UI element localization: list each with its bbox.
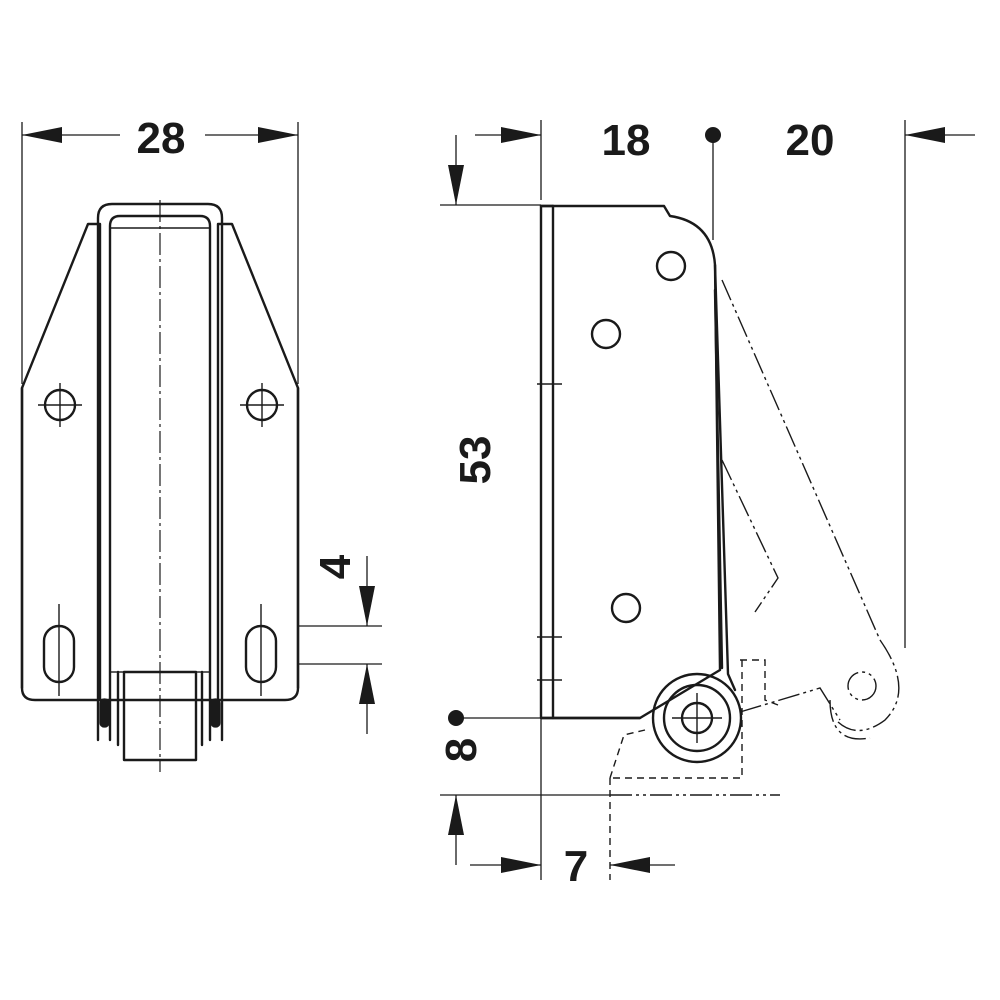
screw-hole-icon [240, 383, 284, 427]
dimension-depth-label: 18 [602, 116, 651, 165]
side-lever-arm [713, 263, 737, 692]
side-view [537, 204, 900, 880]
front-view [20, 200, 300, 772]
side-mounting-plate [539, 204, 555, 720]
dimension-width: 28 [21, 114, 299, 384]
front-plate-outline-right [216, 222, 300, 702]
slot-hole-icon [42, 604, 76, 696]
housing-hole-icon [610, 592, 642, 624]
dimension-width-label: 28 [137, 114, 186, 163]
dimension-height: 53 [440, 135, 541, 484]
dimension-height-label: 53 [451, 436, 500, 485]
slot-hole-icon [244, 604, 278, 696]
dimension-roller-vertical-label: 8 [437, 738, 486, 762]
dimension-slot: 4 [298, 554, 382, 734]
dimension-travel-label: 20 [786, 116, 835, 165]
side-roller [651, 672, 743, 764]
dimension-roller-horizontal-label: 7 [564, 842, 588, 891]
housing-hole-icon [655, 250, 687, 282]
front-plate-outline [20, 222, 102, 702]
dimension-roller-vertical: 8 [437, 738, 610, 865]
dimension-slot-label: 4 [311, 554, 360, 579]
phantom-open-lever [721, 279, 881, 641]
screw-hole-icon [38, 383, 82, 427]
dimension-depth: 18 [475, 116, 650, 200]
side-housing [551, 204, 722, 720]
dimension-roller-horizontal: 7 [470, 718, 675, 891]
dimension-travel: 20 [786, 116, 975, 648]
housing-hole-icon [590, 318, 622, 350]
